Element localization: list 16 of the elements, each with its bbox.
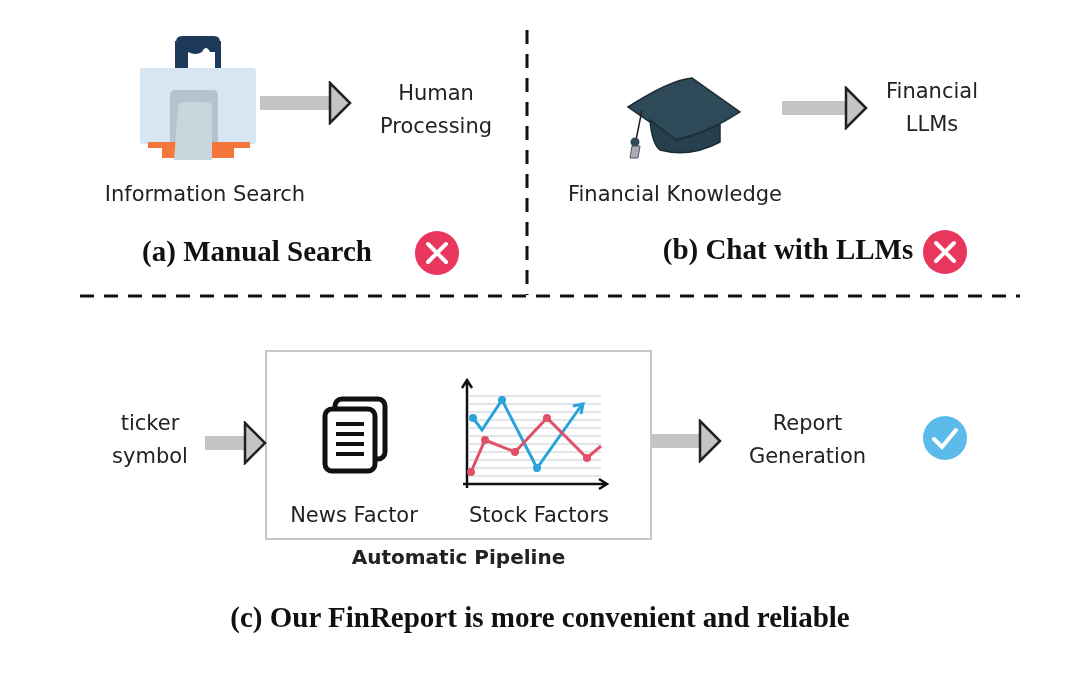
- picture-caption: Information Search: [103, 181, 307, 208]
- step-label: Human Processing: [378, 80, 494, 140]
- panel-caption: (a) Manual Search: [142, 235, 372, 268]
- block-arrow: [782, 86, 868, 130]
- panel-caption: (b) Chat with LLMs: [662, 233, 914, 266]
- factor-label: Stock Factors: [468, 502, 610, 530]
- block-arrow: [260, 81, 352, 125]
- picture-caption: Financial Knowledge: [566, 181, 784, 208]
- step-label: Report Generation: [747, 410, 868, 470]
- step-label: Financial LLMs: [885, 78, 979, 138]
- step-label: ticker symbol: [111, 410, 189, 470]
- block-arrow: [205, 421, 267, 465]
- box-heading: Automatic Pipeline: [350, 544, 567, 571]
- block-arrow: [652, 419, 722, 463]
- panel-caption: (c) Our FinReport is more convenient and reliable: [230, 601, 850, 634]
- factor-label: News Factor: [289, 502, 419, 530]
